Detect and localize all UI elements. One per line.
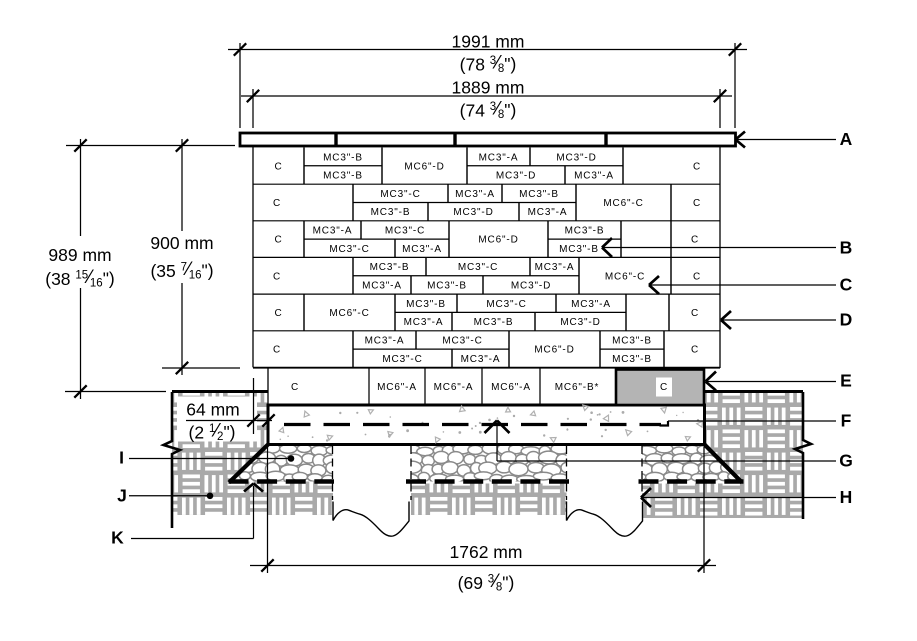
svg-text:989 mm: 989 mm: [48, 245, 111, 265]
svg-text:C: C: [840, 275, 853, 295]
svg-text:C: C: [274, 235, 282, 246]
svg-text:MC3"-A: MC3"-A: [313, 226, 353, 237]
svg-text:MC6"-A: MC6"-A: [491, 382, 531, 393]
svg-text:MC3"-B: MC3"-B: [323, 171, 363, 182]
svg-text:MC3"-B: MC3"-B: [427, 281, 467, 292]
svg-text:C: C: [291, 382, 299, 393]
svg-text:MC3"-B: MC3"-B: [612, 354, 652, 365]
svg-text:MC3"-A: MC3"-A: [574, 171, 614, 182]
svg-text:K: K: [111, 528, 124, 548]
svg-text:MC3"-A: MC3"-A: [528, 207, 568, 218]
svg-text:MC3"-D: MC3"-D: [496, 171, 536, 182]
svg-text:MC6"-C: MC6"-C: [605, 271, 645, 282]
svg-text:MC3"-C: MC3"-C: [380, 189, 420, 200]
svg-text:MC3"-A: MC3"-A: [402, 244, 442, 255]
svg-text:MC3"-B: MC3"-B: [406, 299, 446, 310]
svg-text:C: C: [691, 345, 699, 356]
svg-text:MC3"-D: MC3"-D: [556, 152, 596, 163]
svg-text:I: I: [119, 448, 124, 468]
svg-text:C: C: [274, 161, 282, 172]
svg-text:MC6"-A: MC6"-A: [434, 382, 474, 393]
svg-text:1762 mm: 1762 mm: [450, 542, 523, 562]
svg-text:900 mm: 900 mm: [150, 233, 213, 253]
svg-text:B: B: [840, 238, 853, 258]
svg-text:MC6"-D: MC6"-D: [404, 161, 444, 172]
svg-text:E: E: [840, 371, 852, 391]
svg-text:MC3"-A: MC3"-A: [461, 354, 501, 365]
svg-text:C: C: [693, 161, 701, 172]
svg-text:MC3"-B: MC3"-B: [474, 317, 514, 328]
svg-text:G: G: [839, 451, 853, 471]
svg-text:MC3"-A: MC3"-A: [455, 189, 495, 200]
svg-text:MC3"-B: MC3"-B: [519, 189, 559, 200]
svg-text:MC6"-B*: MC6"-B*: [555, 382, 600, 393]
svg-text:MC6"-A: MC6"-A: [377, 382, 417, 393]
svg-text:MC3"-A: MC3"-A: [404, 317, 444, 328]
svg-text:MC3"-B: MC3"-B: [612, 336, 652, 347]
svg-text:C: C: [274, 308, 282, 319]
svg-text:MC3"-D: MC3"-D: [453, 207, 493, 218]
svg-text:A: A: [840, 129, 853, 149]
svg-text:J: J: [117, 486, 127, 506]
svg-text:MC3"-B: MC3"-B: [565, 226, 605, 237]
svg-text:C: C: [691, 308, 699, 319]
svg-text:MC6"-C: MC6"-C: [329, 308, 369, 319]
svg-text:MC3"-B: MC3"-B: [323, 152, 363, 163]
svg-text:MC3"-C: MC3"-C: [458, 262, 498, 273]
svg-text:C: C: [273, 271, 281, 282]
svg-text:MC3"-A: MC3"-A: [535, 262, 575, 273]
svg-text:MC3"-C: MC3"-C: [329, 244, 369, 255]
svg-text:C: C: [693, 271, 701, 282]
svg-text:MC3"-D: MC3"-D: [511, 281, 551, 292]
svg-text:D: D: [840, 310, 853, 330]
svg-text:F: F: [841, 411, 852, 431]
svg-text:C: C: [691, 235, 699, 246]
svg-text:MC3"-C: MC3"-C: [486, 299, 526, 310]
svg-text:(2 1⁄2"): (2 1⁄2"): [189, 421, 236, 444]
svg-text:C: C: [693, 198, 701, 209]
svg-text:C: C: [660, 382, 668, 393]
svg-text:C: C: [273, 345, 281, 356]
svg-text:64 mm: 64 mm: [186, 400, 239, 420]
svg-text:(78 3⁄8"): (78 3⁄8"): [460, 53, 517, 76]
svg-text:MC3"-B: MC3"-B: [559, 244, 599, 255]
svg-text:C: C: [273, 198, 281, 209]
svg-text:MC3"-C: MC3"-C: [382, 354, 422, 365]
svg-text:MC3"-B: MC3"-B: [371, 207, 411, 218]
svg-text:MC3"-C: MC3"-C: [385, 226, 425, 237]
svg-text:MC3"-D: MC3"-D: [560, 317, 600, 328]
svg-text:MC6"-D: MC6"-D: [478, 235, 518, 246]
svg-text:1889 mm: 1889 mm: [452, 78, 525, 98]
svg-text:(74 3⁄8"): (74 3⁄8"): [460, 99, 517, 122]
svg-text:1991 mm: 1991 mm: [452, 32, 525, 52]
svg-text:MC3"-A: MC3"-A: [365, 336, 405, 347]
svg-text:MC3"-A: MC3"-A: [362, 281, 402, 292]
svg-text:H: H: [840, 487, 853, 507]
svg-text:MC6"-C: MC6"-C: [603, 198, 643, 209]
svg-text:(69 3⁄8"): (69 3⁄8"): [458, 571, 515, 594]
svg-text:MC3"-B: MC3"-B: [370, 262, 410, 273]
svg-text:MC3"-A: MC3"-A: [571, 299, 611, 310]
svg-text:MC3"-C: MC3"-C: [442, 336, 482, 347]
svg-text:MC3"-A: MC3"-A: [479, 152, 519, 163]
svg-text:MC6"-D: MC6"-D: [534, 345, 574, 356]
